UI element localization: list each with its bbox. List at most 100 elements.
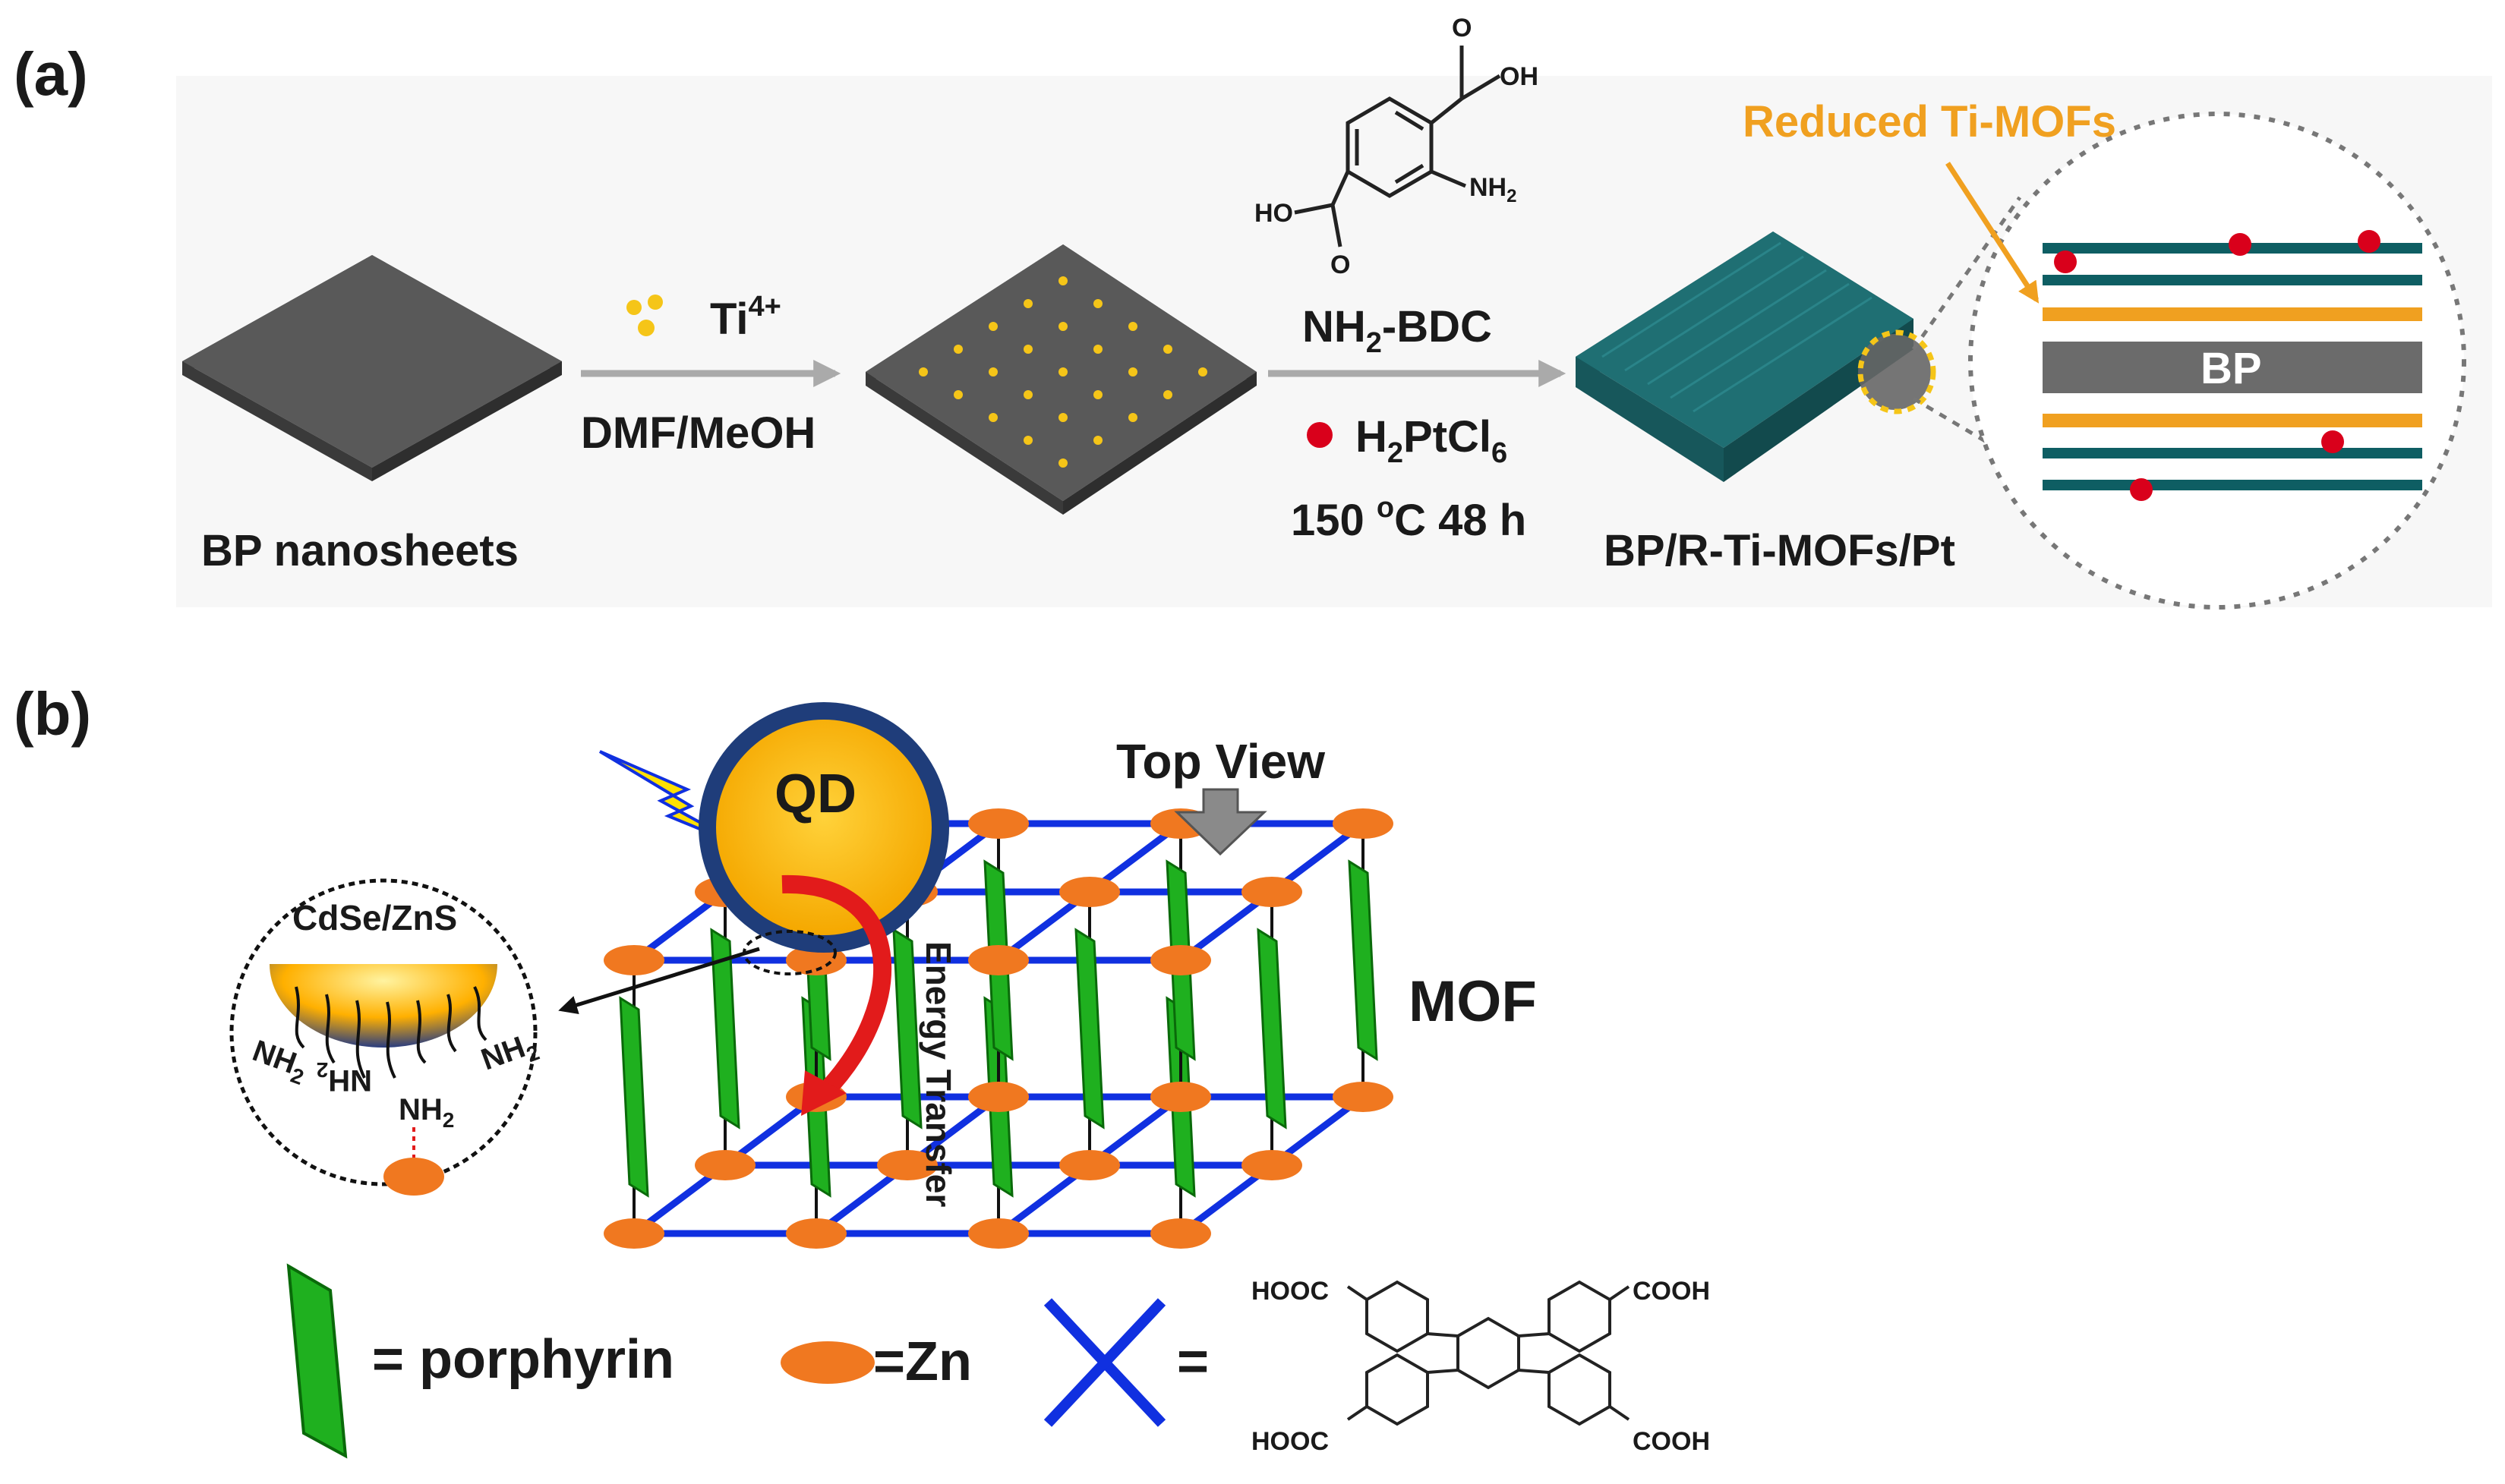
ti-ion-label: Ti4+	[710, 291, 781, 344]
bp-core-label: BP	[2201, 344, 2262, 393]
zn-node	[383, 1158, 444, 1196]
zn-node	[1333, 808, 1393, 839]
nh2-chem-label: NH2	[1469, 173, 1516, 206]
mof-label: MOF	[1409, 969, 1537, 1034]
energy-transfer-label: Energy Transfer	[919, 941, 958, 1207]
zoom-line	[1911, 196, 2022, 351]
ti-dot	[989, 413, 998, 422]
pt-nanoparticle	[2229, 233, 2251, 256]
bp-nanosheet-with-ti	[866, 244, 1257, 515]
ti-dot	[1024, 299, 1033, 308]
zn-node	[877, 1150, 938, 1180]
ti-ion-dot	[648, 295, 663, 310]
temperature-label: 150 oC 48 h	[1291, 492, 1526, 545]
ti-dot-grid	[919, 276, 1207, 468]
ti-dot	[1093, 436, 1103, 445]
qd-label: QD	[775, 764, 857, 824]
nh2-label: NH2	[399, 1093, 454, 1132]
ti-dot	[1058, 322, 1068, 331]
bp-nanosheet	[182, 255, 562, 481]
ti-dot	[1024, 345, 1033, 354]
porphyrin-legend-label: = porphyrin	[372, 1329, 674, 1390]
linker-legend-icon	[1043, 1298, 1166, 1427]
ti-ion-dot	[626, 300, 642, 315]
pt-nanoparticle	[2321, 430, 2344, 453]
cooh-label: COOH	[1633, 1427, 1710, 1456]
bp-nanosheets-label: BP nanosheets	[201, 526, 519, 575]
o-atom: O	[1452, 14, 1472, 43]
ti-dot	[1198, 367, 1207, 377]
pt-nanoparticle	[2054, 250, 2077, 273]
tcpb-structure: HOOC COOH HOOC COOH	[1251, 1277, 1710, 1456]
ti-dot	[1058, 458, 1068, 468]
zn-node	[1150, 1218, 1211, 1249]
panel-a-label: (a)	[14, 40, 88, 108]
legend: = porphyrin =Zn =	[286, 1263, 1710, 1459]
ti-dot	[954, 390, 963, 399]
ti-dot	[1093, 390, 1103, 399]
porphyrin-pillar	[619, 996, 649, 1198]
ti-dot	[1128, 322, 1137, 331]
ti-dot	[1163, 390, 1172, 399]
mof-coated-sheet	[1576, 232, 1936, 482]
zn-node	[968, 945, 1029, 975]
mof-lattice	[604, 808, 1393, 1249]
zn-node	[1241, 877, 1302, 907]
ti-dot	[1024, 436, 1033, 445]
nh2-bdc-structure: O OH NH2 HO O	[1254, 14, 1538, 279]
ti-dot	[1163, 345, 1172, 354]
ti-dot	[989, 322, 998, 331]
ti-dot	[954, 345, 963, 354]
panel-b-label: (b)	[14, 680, 91, 748]
ho-label: HO	[1254, 199, 1293, 228]
solvent-label: DMF/MeOH	[581, 408, 816, 458]
linker-legend-eq: =	[1177, 1331, 1209, 1392]
porphyrin-pillar	[1074, 928, 1105, 1130]
bp-core-layer	[2043, 342, 2422, 393]
nh2-label: NH2	[317, 1058, 372, 1097]
ti-dot	[989, 367, 998, 377]
porphyrin-pillar	[1348, 859, 1378, 1061]
zn-node	[695, 1150, 756, 1180]
porphyrin-pillar	[1257, 928, 1287, 1130]
layer-stack	[2043, 230, 2422, 501]
ti-dot	[1128, 413, 1137, 422]
cdse-zns-label: CdSe/ZnS	[292, 898, 457, 937]
zn-node	[1059, 877, 1120, 907]
linker-label: NH2-BDC	[1302, 302, 1492, 359]
pt-nanoparticle	[2130, 478, 2153, 501]
cooh-top-label: OH	[1500, 62, 1538, 91]
zn-node	[604, 945, 664, 975]
energy-transfer-arrow	[781, 874, 892, 1100]
zn-node	[1059, 1150, 1120, 1180]
zn-node	[968, 808, 1029, 839]
zn-node	[1241, 1150, 1302, 1180]
hooc-label: HOOC	[1251, 1277, 1329, 1306]
zn-node	[604, 1218, 664, 1249]
top-view-arrow	[1174, 788, 1267, 856]
zn-node	[968, 1218, 1029, 1249]
zn-legend-icon	[781, 1341, 875, 1384]
zn-node	[1333, 1082, 1393, 1112]
product-label: BP/R-Ti-MOFs/Pt	[1604, 526, 1955, 575]
ti-dot	[1058, 276, 1068, 285]
panel-b: (b) QD Energy Transfer Top View MOF CdSe…	[14, 680, 1710, 1459]
ti-ion-dot	[638, 320, 655, 336]
pt-precursor-dot	[1307, 422, 1333, 448]
quantum-dot: QD	[598, 702, 949, 1116]
zn-node	[968, 1082, 1029, 1112]
ti-dot	[1093, 299, 1103, 308]
ti-dot	[1058, 367, 1068, 377]
zoom-ring	[1857, 329, 1936, 414]
zn-node	[1150, 1082, 1211, 1112]
zn-node	[786, 945, 847, 975]
porphyrin-pillar	[710, 928, 740, 1130]
o-atom: O	[1330, 250, 1350, 279]
porphyrin-legend-icon	[286, 1263, 348, 1459]
ti-dot	[1128, 367, 1137, 377]
reduced-ti-mofs-label: Reduced Ti-MOFs	[1743, 97, 2116, 147]
pt-precursor-label: H2PtCl6	[1355, 412, 1507, 469]
porphyrin-pillar	[892, 928, 923, 1130]
qd-surface-inset: CdSe/ZnS NH2 NH2 NH2 NH2	[229, 878, 760, 1196]
